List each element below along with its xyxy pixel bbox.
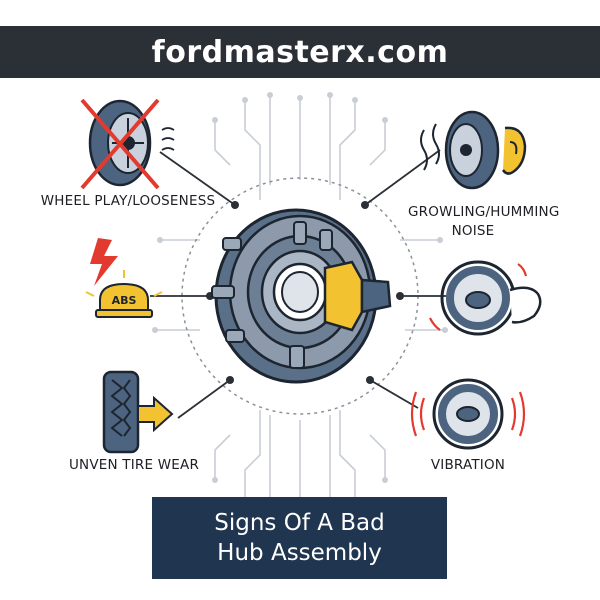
abs-warning-light-icon: ABS [85,238,163,318]
circuit-traces [155,95,445,505]
site-banner: fordmasterx.com [0,26,600,78]
tire-with-ear-icon [420,110,527,190]
title-line-1: Signs Of A Bad [214,510,385,536]
title-line-2: Hub Assembly [217,540,382,566]
label-wheel-play: WHEEL PLAY/LOOSENESS [40,193,216,209]
label-growling-noise: GROWLING/HUMMING NOISE [408,204,560,239]
crossed-out-wheel-icon [80,98,175,190]
site-name: fordmasterx.com [151,34,449,70]
vibrating-steering-wheel-icon [410,378,526,450]
hub-assembly-icon [211,208,392,384]
tire-tread-arrow-icon [102,370,174,454]
abs-text: ABS [112,294,137,307]
hand-on-steering-wheel-icon [429,260,542,336]
title-box: Signs Of A Bad Hub Assembly [152,497,447,579]
label-uneven-tire-wear: UNVEN TIRE WEAR [68,457,200,473]
label-vibration: VIBRATION [430,457,506,473]
